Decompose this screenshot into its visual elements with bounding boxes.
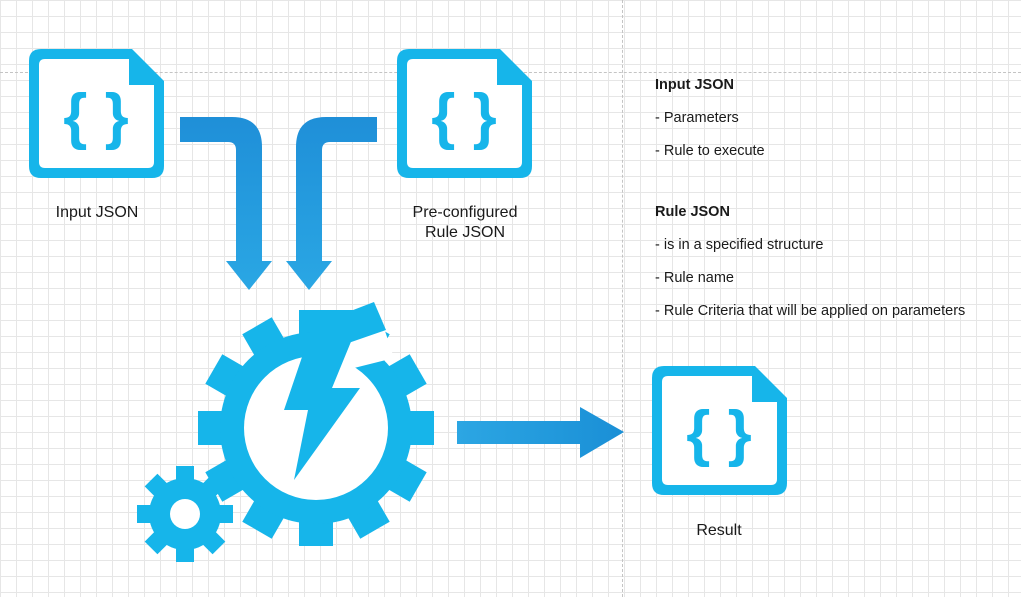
rule-json-heading: Rule JSON <box>655 204 730 220</box>
rule-json-label-line1: Pre-configured <box>412 204 518 221</box>
result-label: Result <box>696 522 742 539</box>
rule-json-document-icon <box>397 49 532 178</box>
rule-engine-gear-icon <box>198 302 434 546</box>
small-gear-icon <box>137 466 233 562</box>
input-json-document-icon <box>29 49 164 178</box>
rule-json-label: Pre-configured Rule JSON <box>380 203 550 243</box>
notes-panel: Input JSON - Parameters - Rule to execut… <box>655 76 965 335</box>
rule-json-note-item: - is in a specified structure <box>655 237 824 253</box>
input-json-note-item: - Parameters <box>655 110 739 126</box>
arrow-input-to-engine <box>180 117 272 290</box>
input-json-heading: Input JSON <box>655 77 734 93</box>
arrow-engine-to-result <box>457 407 624 458</box>
input-json-note-item: - Rule to execute <box>655 143 765 159</box>
result-document-icon <box>652 366 787 495</box>
guide-line-vertical <box>622 0 623 597</box>
rule-json-label-line2: Rule JSON <box>424 224 506 241</box>
rule-json-note-item: - Rule Criteria that will be applied on … <box>655 303 966 319</box>
arrow-rule-to-engine <box>286 117 377 290</box>
rule-json-note-item: - Rule name <box>655 270 734 286</box>
input-json-label: Input JSON <box>55 204 139 221</box>
